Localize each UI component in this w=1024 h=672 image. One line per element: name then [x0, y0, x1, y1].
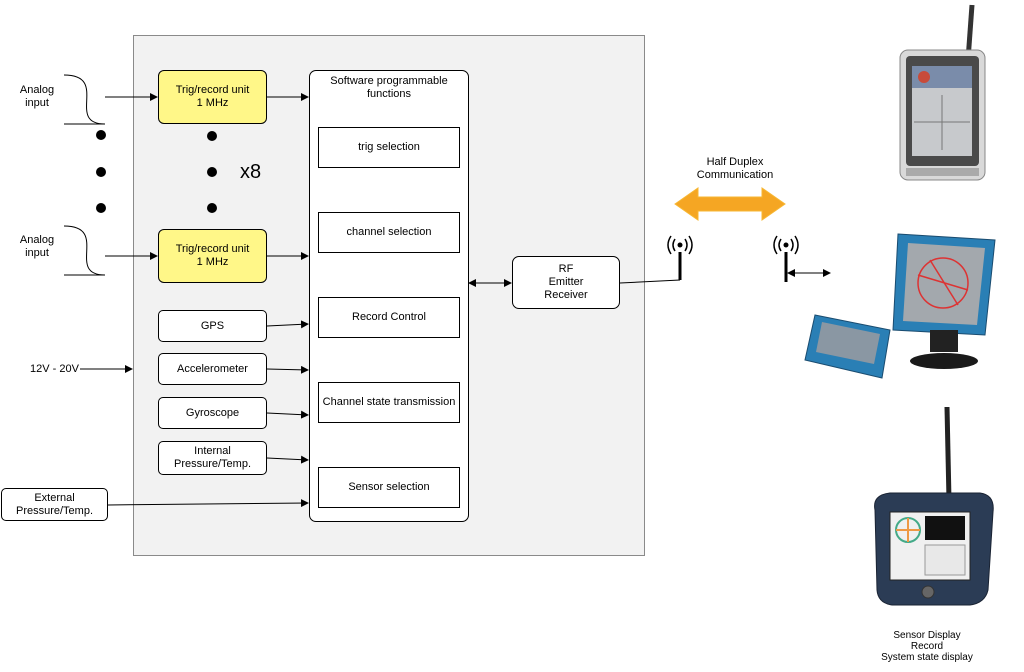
external-pressure-box: External Pressure/Temp. — [1, 488, 108, 521]
ellipsis-dot — [207, 131, 217, 141]
antenna-left-icon — [667, 235, 693, 280]
half-duplex-arrow-icon — [674, 187, 786, 221]
ellipsis-dot — [207, 167, 217, 177]
half-duplex-label: Half Duplex Communication — [696, 156, 774, 181]
accelerometer-box: Accelerometer — [158, 353, 267, 385]
analog-waveform-top-icon — [63, 74, 106, 125]
function-channel-state-transmission: Channel state transmission — [318, 382, 460, 423]
sensor-display-picture — [874, 406, 994, 606]
gps-box: GPS — [158, 310, 267, 342]
analog-input-label-top: Analog input — [19, 84, 55, 109]
power-label: 12V - 20V — [30, 363, 79, 375]
analog-waveform-bottom-icon — [63, 225, 106, 276]
analog-input-label-bottom: Analog input — [19, 234, 55, 259]
antenna-right-icon — [773, 235, 799, 282]
multiplier-label: x8 — [240, 161, 262, 183]
function-record-control: Record Control — [318, 297, 460, 338]
function-sensor-selection: Sensor selection — [318, 467, 460, 508]
rf-emitter-receiver-box: RF Emitter Receiver — [512, 256, 620, 309]
trig-record-unit-bottom: Trig/record unit 1 MHz — [158, 229, 267, 283]
function-trig-selection: trig selection — [318, 127, 460, 168]
ellipsis-dot — [96, 130, 106, 140]
gyroscope-box: Gyroscope — [158, 397, 267, 429]
ellipsis-dot — [207, 203, 217, 213]
handheld-device-picture — [899, 4, 986, 181]
internal-pressure-box: Internal Pressure/Temp. — [158, 441, 267, 475]
ellipsis-dot — [96, 203, 106, 213]
rugged-tablet-picture — [804, 233, 996, 379]
ellipsis-dot — [96, 167, 106, 177]
sensor-display-caption: Sensor Display Record System state displ… — [881, 630, 973, 663]
function-channel-selection: channel selection — [318, 212, 460, 253]
trig-record-unit-top: Trig/record unit 1 MHz — [158, 70, 267, 124]
software-functions-title: Software programmable functions — [330, 75, 448, 100]
